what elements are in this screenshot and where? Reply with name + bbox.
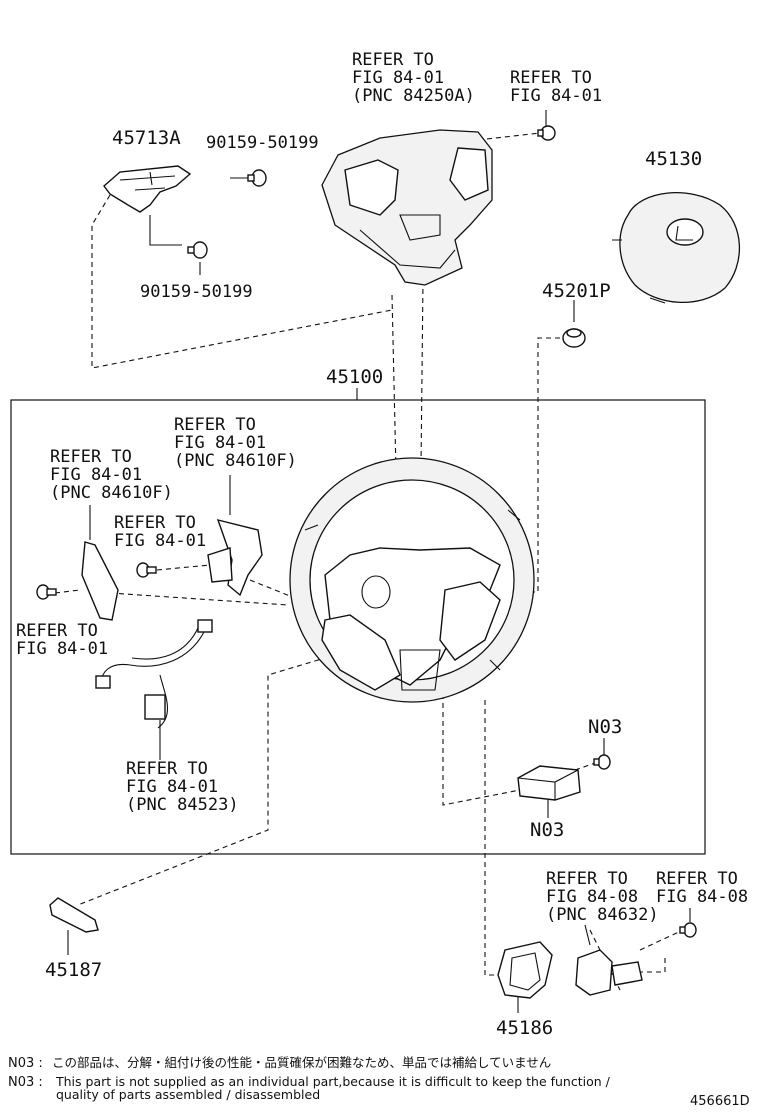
svg-text:REFER TO: REFER TO	[16, 621, 98, 641]
screw-N03-icon	[593, 754, 611, 770]
svg-text:FIG 84-01: FIG 84-01	[510, 86, 602, 106]
label-N03-top: N03	[588, 716, 622, 738]
spoke-cover-icon	[321, 129, 493, 286]
note-jp-code: N03 :	[8, 1056, 43, 1071]
svg-text:FIG 84-08: FIG 84-08	[656, 887, 748, 907]
svg-text:(PNC 84610F): (PNC 84610F)	[174, 451, 297, 471]
screw-paddle-icon	[136, 562, 157, 578]
screw-90159-top-icon	[247, 169, 267, 187]
assembly-45100-frame	[10, 399, 706, 855]
bracket-45713A-icon	[103, 165, 192, 213]
svg-text:(PNC 84610F): (PNC 84610F)	[50, 483, 173, 503]
note-en-line1: This part is not supplied as an individu…	[55, 1074, 611, 1089]
refer-left-screw: REFER TO FIG 84-01	[16, 621, 108, 659]
svg-text:FIG 84-08: FIG 84-08	[546, 887, 638, 907]
label-45186: 45186	[496, 1017, 553, 1039]
svg-text:REFER TO: REFER TO	[510, 68, 592, 88]
svg-text:(PNC 84523): (PNC 84523)	[126, 795, 239, 815]
screw-left-icon	[36, 584, 57, 600]
control-module-N03-icon	[517, 765, 581, 801]
svg-text:FIG 84-01: FIG 84-01	[352, 68, 444, 88]
svg-text:REFER TO: REFER TO	[546, 869, 628, 889]
label-45100: 45100	[326, 366, 383, 388]
refer-paddle-left: REFER TO FIG 84-01 (PNC 84610F)	[50, 447, 173, 503]
svg-text:FIG 84-01: FIG 84-01	[174, 433, 266, 453]
svg-text:FIG 84-01: FIG 84-01	[16, 639, 108, 659]
svg-text:REFER TO: REFER TO	[50, 447, 132, 467]
refer-wire-harness: REFER TO FIG 84-01 (PNC 84523)	[126, 759, 239, 815]
label-N03-bottom: N03	[530, 819, 564, 841]
switch-assembly-icon	[575, 949, 643, 996]
screw-90159-bottom-icon	[187, 241, 208, 259]
svg-text:REFER TO: REFER TO	[114, 513, 196, 533]
label-90159-top: 90159-50199	[206, 133, 319, 153]
refer-switch-screw: REFER TO FIG 84-08	[656, 869, 748, 907]
refer-paddle-right: REFER TO FIG 84-01 (PNC 84610F)	[174, 415, 297, 471]
label-45187: 45187	[45, 959, 102, 981]
svg-text:REFER TO: REFER TO	[656, 869, 738, 889]
svg-text:REFER TO: REFER TO	[174, 415, 256, 435]
label-45713A: 45713A	[112, 127, 181, 149]
svg-text:(PNC 84632): (PNC 84632)	[546, 905, 659, 925]
svg-text:FIG 84-01: FIG 84-01	[114, 531, 206, 551]
svg-text:(PNC 84250A): (PNC 84250A)	[352, 86, 475, 106]
lower-cover-45187-icon	[49, 897, 99, 933]
clip-45201P-icon	[562, 328, 586, 348]
label-45201P: 45201P	[542, 280, 611, 302]
airbag-lexus-logo-icon	[612, 192, 741, 304]
screw-switch-icon	[679, 922, 697, 938]
steering-wheel-icon	[289, 457, 535, 703]
paddle-right-icon	[207, 519, 263, 597]
note-en-code: N03 :	[8, 1075, 43, 1090]
svg-text:FIG 84-01: FIG 84-01	[126, 777, 218, 797]
switch-bezel-45186-icon	[497, 941, 553, 999]
diagram-id: 456661D	[690, 1094, 750, 1109]
svg-text:REFER TO: REFER TO	[126, 759, 208, 779]
note-jp-text: この部品は、分解・組付け後の性能・品質確保が困難なため、単品では補給していません	[52, 1055, 551, 1070]
label-45130: 45130	[645, 148, 702, 170]
refer-paddle-screw: REFER TO FIG 84-01	[114, 513, 206, 551]
paddle-left-icon	[81, 541, 119, 621]
refer-top-right: REFER TO FIG 84-01	[510, 68, 602, 106]
refer-top-left: REFER TO FIG 84-01 (PNC 84250A)	[352, 50, 475, 106]
screw-top-right-icon	[537, 125, 556, 141]
svg-text:REFER TO: REFER TO	[352, 50, 434, 70]
refer-switch-pnc: REFER TO FIG 84-08 (PNC 84632)	[546, 869, 659, 925]
wire-harness-icon	[95, 619, 213, 729]
note-en-line2: quality of parts assembled / disassemble…	[56, 1087, 320, 1102]
label-90159-bottom: 90159-50199	[140, 282, 253, 302]
svg-text:FIG 84-01: FIG 84-01	[50, 465, 142, 485]
